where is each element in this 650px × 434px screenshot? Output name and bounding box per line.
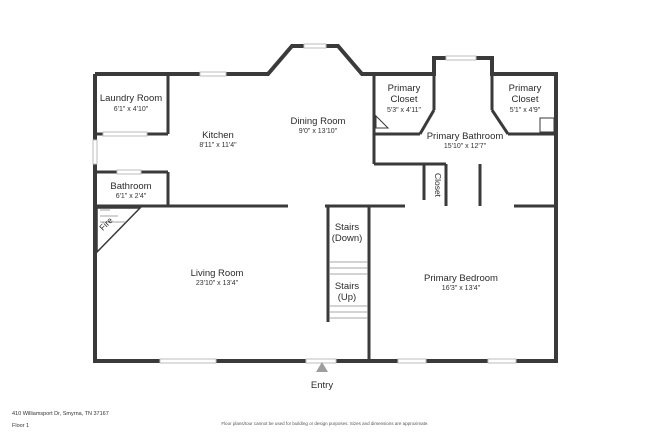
living-room-dims: 23'10" x 13'4": [196, 280, 239, 287]
floor-label: Floor 1: [12, 423, 30, 429]
stairs-treads: [330, 261, 368, 319]
room-labels: Laundry Room 6'1" x 4'10" Kitchen 8'11" …: [97, 83, 541, 391]
bathroom-dims: 6'1" x 2'4": [116, 193, 147, 200]
kitchen-dims: 8'11" x 11'4": [199, 142, 237, 149]
interior-walls: [95, 74, 556, 361]
primary-bathroom-dims: 15'10" x 12'7": [444, 143, 487, 150]
laundry-room-dims: 6'1" x 4'10": [114, 106, 149, 113]
primary-bathroom-name: Primary Bathroom: [427, 131, 504, 142]
stairs-down-line1: Stairs: [335, 222, 360, 233]
entry-arrow-icon: [316, 362, 328, 372]
dining-room-name: Dining Room: [291, 116, 346, 127]
bathroom-name: Bathroom: [110, 181, 151, 192]
property-address: 410 Williamsport Dr, Smyrna, TN 37167: [12, 411, 109, 417]
closet-name: Closet: [433, 173, 443, 198]
stairs-up-line1: Stairs: [335, 281, 360, 292]
primary-closet-left-dims: 5'3" x 4'11": [387, 107, 421, 114]
entry-label: Entry: [311, 380, 333, 391]
dining-room-dims: 9'0" x 13'10": [299, 128, 338, 135]
primary-closet-right-name-2: Closet: [512, 94, 539, 105]
primary-closet-right-dims: 5'1" x 4'9": [510, 107, 541, 114]
primary-closet-left-name-1: Primary: [388, 83, 421, 94]
primary-bedroom-name: Primary Bedroom: [424, 273, 498, 284]
primary-closet-right-name-1: Primary: [509, 83, 542, 94]
laundry-room-name: Laundry Room: [100, 93, 162, 104]
footer-address-block: 410 Williamsport Dr, Smyrna, TN 37167 Fl…: [12, 408, 109, 432]
disclaimer: Floor plans/tour cannot be used for buil…: [221, 421, 429, 426]
primary-closet-left-name-2: Closet: [391, 94, 418, 105]
stairs-up-line2: (Up): [338, 292, 356, 303]
living-room-name: Living Room: [191, 268, 244, 279]
primary-bedroom-dims: 16'3" x 13'4": [442, 285, 481, 292]
kitchen-name: Kitchen: [202, 130, 234, 141]
closet-shelves: [375, 114, 555, 133]
fireplace: [96, 207, 142, 254]
stairs-down-line2: (Down): [332, 233, 363, 244]
exterior-walls: [93, 44, 558, 363]
windows: [92, 43, 517, 364]
